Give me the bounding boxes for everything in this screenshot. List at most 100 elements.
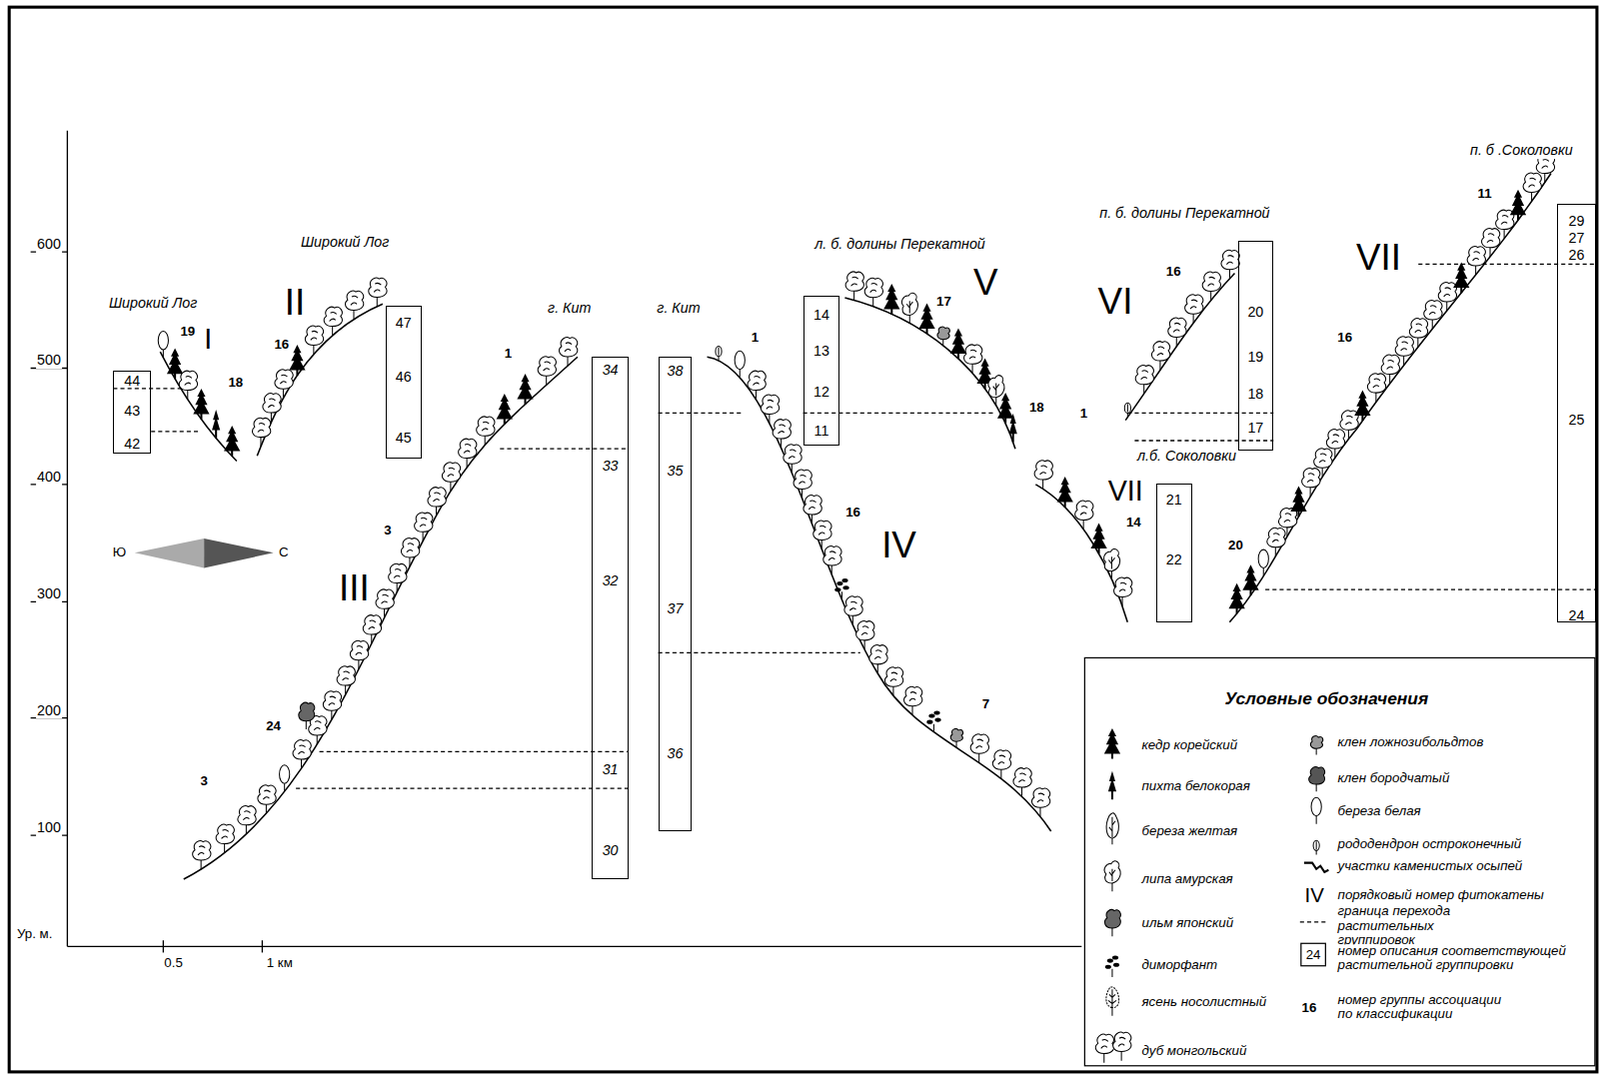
tree-part: [909, 692, 917, 702]
description-number: 35: [666, 463, 683, 478]
tree-part: [1267, 527, 1286, 547]
tree-part: [988, 375, 1005, 398]
tree-part: [1313, 840, 1320, 851]
tree-part: [310, 330, 318, 340]
transition-line: [1134, 439, 1274, 441]
description-number: 31: [602, 762, 619, 777]
tree-icon: [223, 425, 240, 457]
tree-icon: [1313, 840, 1320, 855]
tree-part: [1501, 214, 1509, 224]
tree-icon: [1395, 336, 1414, 365]
tree-part: [380, 594, 388, 604]
tree-part: [1107, 959, 1114, 964]
tree-part: [934, 718, 941, 723]
tree-part: [283, 783, 285, 792]
label: 1 км: [265, 956, 294, 972]
tree-icon: [192, 841, 211, 870]
label: Широкий Лог: [299, 234, 390, 251]
tree-part: [178, 370, 197, 390]
tree-icon: [1105, 910, 1122, 938]
tree-part: [274, 369, 293, 389]
tree-part: [1124, 402, 1131, 413]
transition-line: [803, 412, 996, 414]
phytocatena-number: VII: [1108, 475, 1144, 507]
tree-part: [1467, 246, 1486, 266]
association-group-number: 3: [199, 774, 209, 790]
tree-part: [1510, 189, 1527, 221]
label: 400: [35, 469, 62, 486]
tree-icon: [1108, 771, 1117, 801]
tree-part: [1290, 485, 1307, 517]
tree-part: [760, 394, 779, 414]
tree-part: [849, 601, 857, 611]
tree-part: [559, 337, 578, 357]
tree-part: [1429, 305, 1437, 315]
description-number: 30: [602, 842, 619, 857]
association-group-number: 1: [1079, 405, 1089, 421]
description-column: 474645: [385, 305, 422, 459]
tree-part: [1354, 389, 1371, 421]
description-column: 14131211: [803, 295, 841, 446]
tree-icon: [950, 327, 967, 359]
legend-text: клен ложнозибольдтов: [1337, 735, 1486, 751]
tree-icon: [1113, 1032, 1132, 1061]
tree-part: [861, 626, 869, 636]
tree-part: [926, 720, 933, 725]
tree-icon: [904, 686, 923, 715]
tree-part: [257, 785, 276, 805]
label: 500: [35, 353, 62, 370]
description-number: 46: [395, 369, 412, 384]
tree-icon: [1104, 728, 1121, 760]
tree-part: [976, 739, 984, 749]
association-group-number: 17: [935, 294, 953, 310]
tree-part: [1438, 282, 1457, 302]
tree-part: [1127, 403, 1129, 412]
tree-part: [933, 724, 935, 733]
tree-part: [257, 423, 265, 433]
transition-line: [1265, 588, 1597, 590]
association-group-number: 1: [750, 330, 760, 346]
association-group-number: 14: [1125, 514, 1143, 530]
label: 600: [35, 236, 62, 253]
legend-text: диморфант: [1141, 958, 1220, 974]
association-group-number: 11: [1477, 186, 1494, 202]
label: п. б .Соколовки: [1469, 142, 1575, 159]
tree-part: [1367, 373, 1386, 393]
label: 100: [35, 820, 62, 837]
tree-part: [778, 424, 786, 434]
tree-part: [516, 373, 533, 405]
association-group-number: 7: [981, 696, 991, 712]
transition-line: [112, 387, 181, 389]
tree-icon: [937, 326, 950, 346]
tree-part: [368, 620, 376, 630]
tree-part: [543, 361, 551, 371]
association-group-number: 16: [844, 504, 862, 520]
tree-icon: [1152, 341, 1171, 370]
tree-part: [1113, 963, 1120, 968]
description-number: 36: [666, 745, 683, 760]
association-group-number: 1: [503, 346, 513, 362]
tree-part: [1018, 773, 1026, 783]
legend-text: граница перехода растительных группирово…: [1337, 904, 1493, 949]
tree-icon: [1228, 583, 1245, 615]
tree-part: [734, 350, 745, 369]
tree-part: [393, 569, 401, 579]
tree-icon: [345, 290, 364, 319]
tree-icon: [427, 487, 446, 516]
tree-part: [1542, 158, 1550, 168]
tree-part: [1114, 577, 1133, 597]
tree-part: [1409, 318, 1428, 338]
tree-part: [350, 295, 358, 305]
scree-sample: [1304, 863, 1330, 873]
legend-text: пихта белокорая: [1141, 779, 1252, 795]
tree-part: [772, 419, 791, 439]
tree-icon: [918, 302, 935, 334]
tree-part: [856, 621, 875, 641]
tree-part: [1309, 767, 1326, 785]
description-number: 17: [1247, 420, 1264, 435]
tree-part: [1037, 793, 1045, 803]
tree-icon: [1267, 527, 1286, 556]
tree-part: [1345, 415, 1353, 425]
tree-part: [997, 392, 1014, 424]
